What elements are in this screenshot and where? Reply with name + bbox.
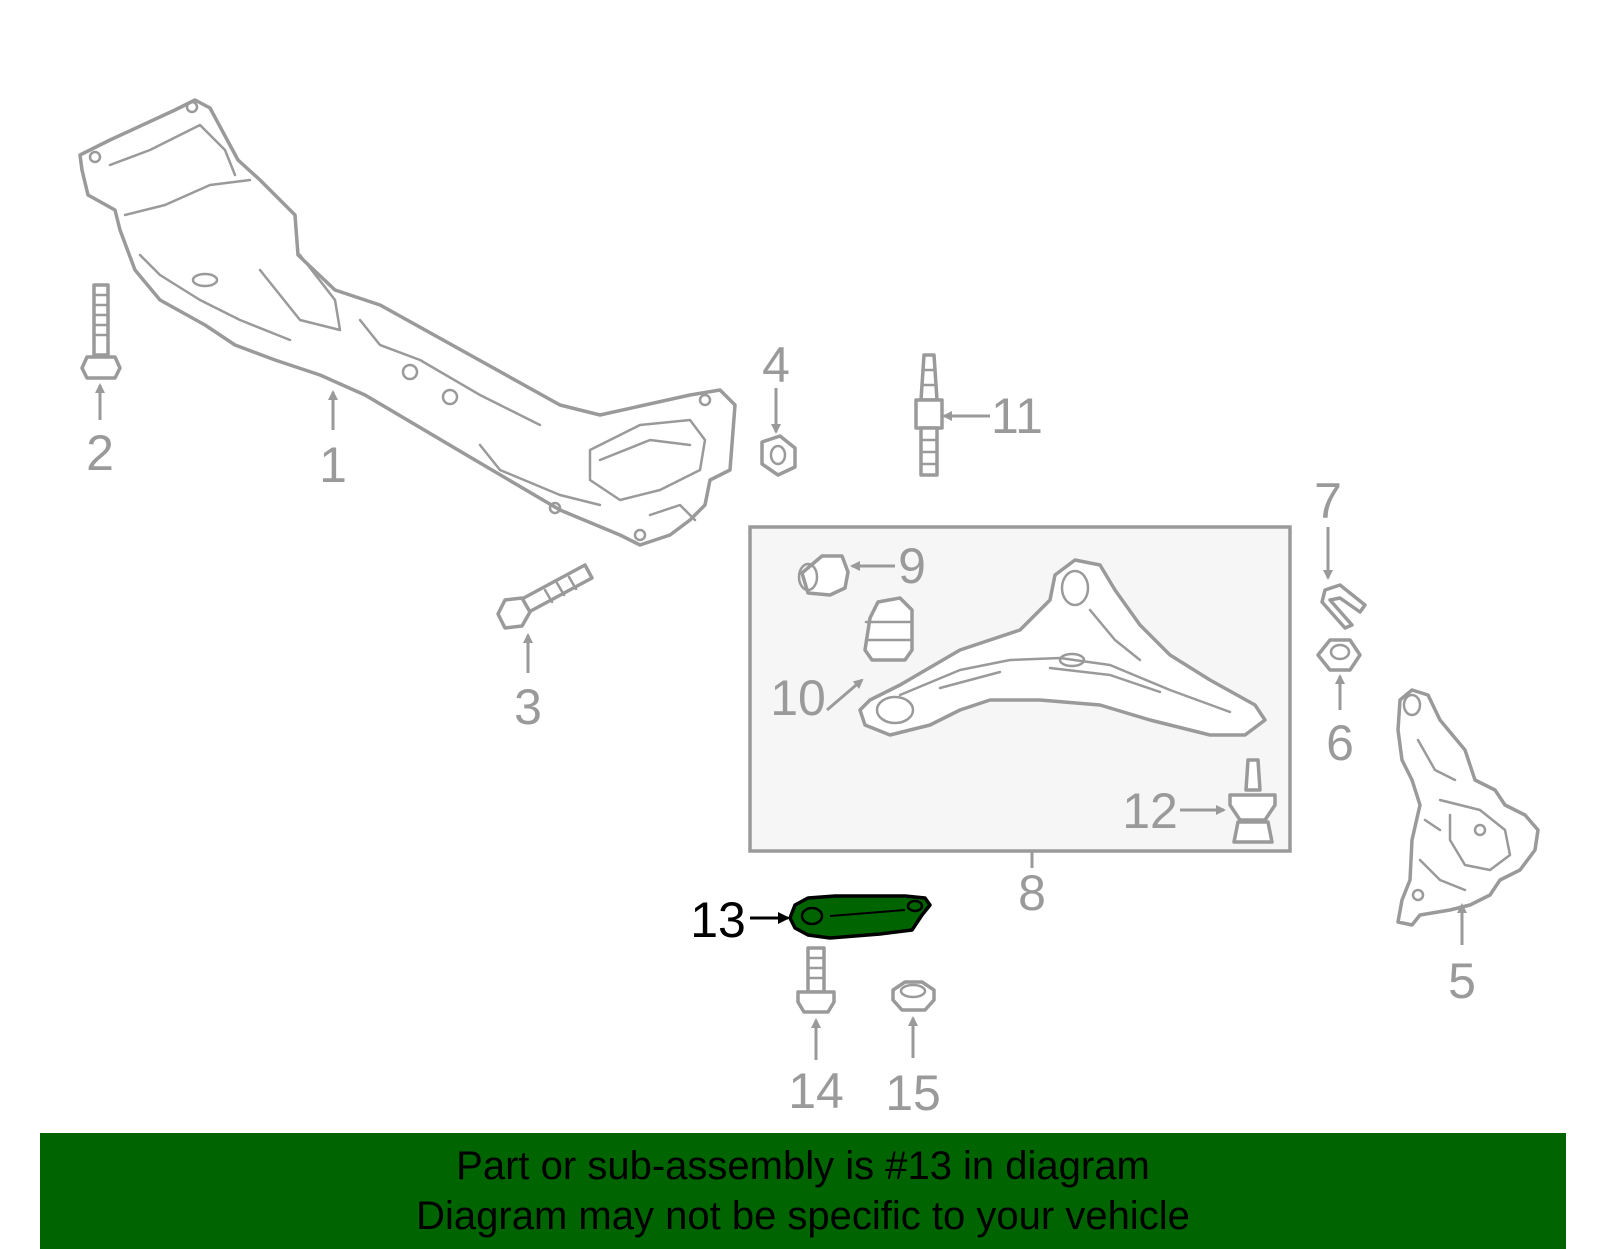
info-banner: Part or sub-assembly is #13 in diagram D… — [40, 1133, 1566, 1249]
callout-14: 14 — [788, 1063, 844, 1119]
bolt-part-2[interactable] — [80, 283, 122, 380]
nut-part-6[interactable] — [1316, 638, 1362, 672]
callout-8: 8 — [1018, 865, 1046, 921]
callout-12: 12 — [1122, 783, 1178, 839]
stud-part-11[interactable] — [914, 353, 944, 477]
callout-11: 11 — [991, 388, 1043, 444]
callout-6: 6 — [1326, 715, 1354, 771]
callout-15: 15 — [885, 1065, 941, 1121]
callout-13-highlighted: 13 — [690, 892, 746, 948]
nut-part-15[interactable] — [891, 980, 936, 1012]
callout-arrows — [95, 383, 1467, 1060]
callout-3: 3 — [514, 679, 542, 735]
bolt-part-14[interactable] — [796, 946, 836, 1014]
banner-line-1: Part or sub-assembly is #13 in diagram — [456, 1144, 1150, 1188]
bracket-part-13-highlighted[interactable] — [788, 894, 932, 940]
banner-line-2: Diagram may not be specific to your vehi… — [416, 1194, 1190, 1238]
callout-10: 10 — [770, 670, 826, 726]
callout-9: 9 — [898, 538, 926, 594]
bolt-part-3[interactable] — [496, 563, 594, 630]
callout-1: 1 — [319, 437, 347, 493]
clip-part-7[interactable] — [1320, 583, 1367, 630]
bushing-part-9[interactable] — [797, 554, 850, 597]
nut-part-4[interactable] — [760, 434, 797, 477]
callout-7: 7 — [1314, 473, 1342, 529]
callout-2: 2 — [86, 425, 114, 481]
knuckle-part-5[interactable] — [1396, 688, 1540, 927]
crossmember-part-1[interactable] — [78, 98, 737, 547]
callout-4: 4 — [762, 337, 790, 393]
callout-5: 5 — [1448, 953, 1476, 1009]
bushing-part-10[interactable] — [863, 596, 914, 662]
ball-joint-part-12[interactable] — [1228, 758, 1277, 844]
